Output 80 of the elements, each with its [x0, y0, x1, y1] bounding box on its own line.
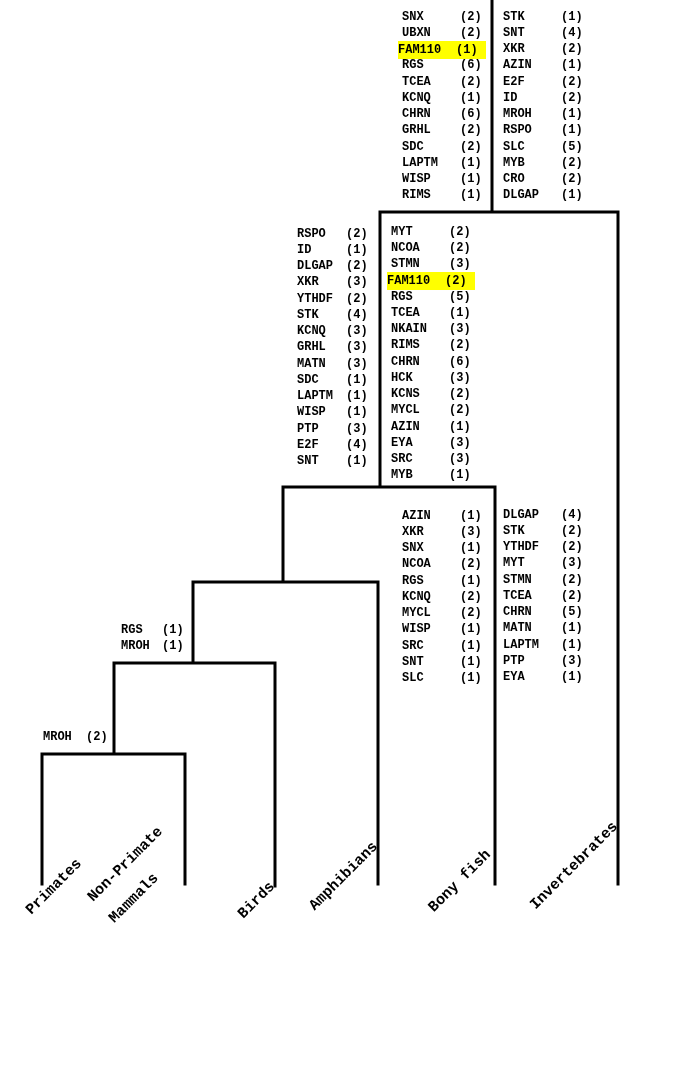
gene-count-label: RGS (1): [121, 622, 185, 638]
gene-count-label: STK (4): [297, 307, 369, 323]
gene-count-label: PTP (3): [503, 653, 584, 669]
gene-count-label: SRC (1): [402, 638, 483, 654]
gene-count-label: MROH (2): [43, 729, 109, 745]
gene-count-label: MATN (1): [503, 621, 584, 637]
gene-count-label: FAM110 (1): [398, 40, 486, 59]
gene-count-label: GRHL (2): [402, 123, 483, 139]
gene-count-label: RGS (6): [402, 58, 483, 74]
gene-count-label: MATN (3): [297, 356, 369, 372]
gene-count-label: XKR (2): [503, 42, 584, 57]
gene-count-label: EYA (3): [391, 435, 472, 451]
gene-count-label: ID (1): [297, 242, 369, 258]
gene-count-label: NKAIN (3): [391, 322, 472, 337]
gene-count-label: SNX (2): [402, 9, 483, 25]
gene-count-label: SRC (3): [391, 452, 472, 467]
gene-count-label: E2F (4): [297, 437, 369, 453]
gene-count-label: SDC (2): [402, 139, 483, 155]
gene-count-label: PTP (3): [297, 421, 369, 437]
gene-count-label: KCNQ (1): [402, 90, 483, 106]
gene-count-label: WISP (1): [402, 622, 483, 638]
gene-count-label: DLGAP (4): [503, 507, 584, 523]
gene-count-label: NCOA (2): [391, 240, 472, 256]
gene-count-label: CHRN (6): [391, 354, 472, 370]
gene-count-label: MYB (2): [503, 155, 584, 171]
gene-count-label: MYB (1): [391, 468, 472, 484]
gene-count-label: EYA (1): [503, 670, 584, 685]
gene-count-label: CHRN (6): [402, 107, 483, 122]
gene-count-label: UBXN (2): [402, 25, 483, 41]
gene-count-label: TCEA (1): [391, 305, 472, 321]
gene-count-label: SNT (1): [402, 654, 483, 670]
gene-count-label: YTHDF (2): [503, 540, 584, 555]
gene-count-label: HCK (3): [391, 370, 472, 386]
gene-count-label: LAPTM (1): [402, 155, 483, 171]
gene-count-label: SNX (1): [402, 541, 483, 556]
gene-count-label: MROH (1): [121, 638, 185, 654]
gene-count-label: STK (1): [503, 9, 584, 25]
gene-count-label: SLC (1): [402, 671, 483, 686]
gene-count-label: SLC (5): [503, 139, 584, 155]
gene-count-label: AZIN (1): [402, 508, 483, 524]
gene-count-label: FAM110 (2): [387, 271, 475, 290]
gene-count-label: XKR (3): [297, 275, 369, 291]
gene-count-label: NCOA (2): [402, 557, 483, 573]
gene-count-label: RSPO (1): [503, 123, 584, 139]
gene-count-label: MYCL (2): [402, 606, 483, 621]
gene-count-label: TCEA (2): [503, 588, 584, 604]
gene-count-label: RSPO (2): [297, 226, 369, 242]
gene-count-label: MYCL (2): [391, 403, 472, 419]
gene-count-label: DLGAP (2): [297, 259, 369, 274]
gene-count-label: WISP (1): [297, 405, 369, 421]
gene-count-label: SDC (1): [297, 372, 369, 388]
gene-count-label: SNT (4): [503, 25, 584, 41]
gene-count-label: LAPTM (1): [503, 637, 584, 653]
gene-count-label: KCNS (2): [391, 387, 472, 402]
gene-count-label: CRO (2): [503, 172, 584, 187]
gene-count-label: YTHDF (2): [297, 291, 369, 307]
gene-count-label: MYT (3): [503, 556, 584, 572]
gene-count-label: STK (2): [503, 523, 584, 539]
gene-count-label: ID (2): [503, 90, 584, 106]
gene-count-label: MROH (1): [503, 107, 584, 122]
gene-count-label: WISP (1): [402, 172, 483, 187]
gene-count-label: RGS (5): [391, 289, 472, 305]
gene-count-label: AZIN (1): [503, 58, 584, 74]
gene-count-label: RIMS (2): [391, 338, 472, 354]
gene-count-label: TCEA (2): [402, 74, 483, 90]
gene-count-label: CHRN (5): [503, 605, 584, 620]
gene-count-label: RIMS (1): [402, 188, 483, 204]
gene-count-label: LAPTM (1): [297, 389, 369, 404]
gene-count-label: GRHL (3): [297, 340, 369, 356]
gene-count-label: STMN (2): [503, 572, 584, 588]
gene-count-label: DLGAP (1): [503, 188, 584, 204]
gene-count-label: RGS (1): [402, 573, 483, 589]
gene-count-label: MYT (2): [391, 224, 472, 240]
gene-count-label: XKR (3): [402, 524, 483, 540]
gene-count-label: AZIN (1): [391, 419, 472, 435]
gene-count-label: KCNQ (2): [402, 589, 483, 605]
gene-count-label: STMN (3): [391, 257, 472, 272]
gene-count-label: KCNQ (3): [297, 324, 369, 339]
gene-count-label: SNT (1): [297, 454, 369, 469]
gene-count-label: E2F (2): [503, 74, 584, 90]
